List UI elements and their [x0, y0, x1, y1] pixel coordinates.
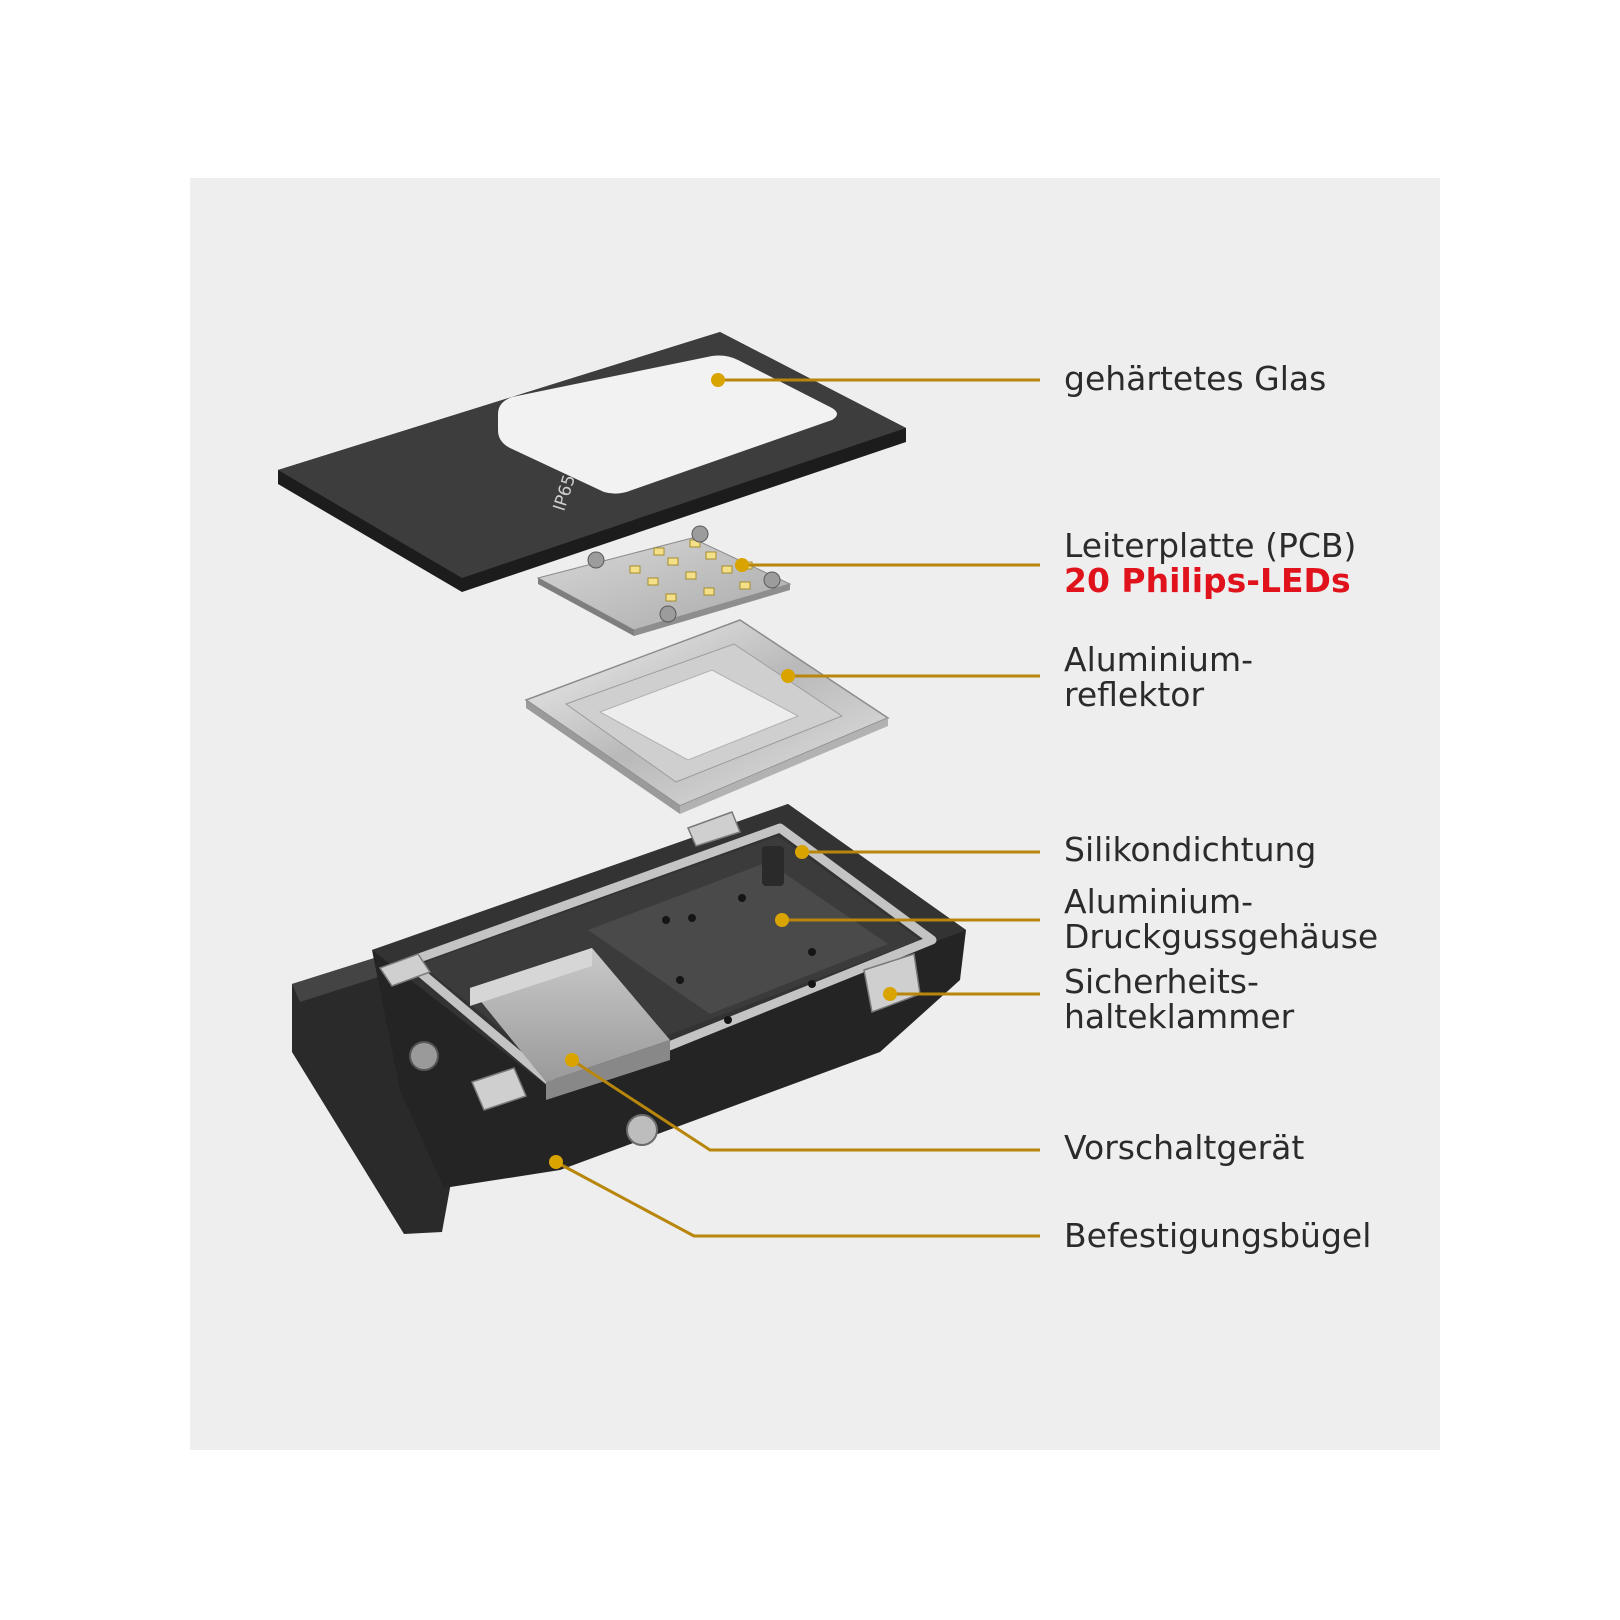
label-glass-text: gehärtetes Glas	[1064, 359, 1327, 398]
silicone-seal	[403, 823, 937, 1095]
label-reflector-line1: Aluminium-	[1064, 640, 1254, 679]
dot-driver	[565, 1053, 579, 1067]
label-clamp-line2: halteklammer	[1064, 997, 1295, 1036]
dot-bracket	[549, 1155, 563, 1169]
tempered-glass-cover: IP65	[278, 332, 906, 592]
label-bracket-text: Befestigungsbügel	[1064, 1216, 1372, 1255]
dot-seal	[795, 845, 809, 859]
label-housing: Aluminium- Druckgussgehäuse	[1064, 884, 1378, 954]
label-driver: Vorschaltgerät	[1064, 1130, 1304, 1165]
leader-lines	[555, 378, 1040, 1238]
dot-pcb	[735, 558, 749, 572]
dot-glass	[711, 373, 725, 387]
label-glass: gehärtetes Glas	[1064, 361, 1326, 396]
leader-driver	[571, 1058, 1040, 1152]
label-bracket: Befestigungsbügel	[1064, 1218, 1371, 1253]
safety-clamps	[378, 811, 921, 1111]
callout-dots	[549, 373, 897, 1169]
die-cast-housing	[292, 804, 966, 1234]
pcb-screws	[587, 525, 781, 623]
label-housing-line2: Druckgussgehäuse	[1064, 917, 1379, 956]
dot-housing	[775, 913, 789, 927]
cable-gland-icon	[626, 1114, 658, 1146]
label-pcb-text: Leiterplatte (PCB)	[1064, 526, 1357, 565]
leader-bracket	[555, 1160, 1040, 1238]
label-seal: Silikondichtung	[1064, 832, 1316, 867]
label-pcb: Leiterplatte (PCB) 20 Philips-LEDs	[1064, 528, 1356, 598]
label-reflector: Aluminium- reflektor	[1064, 642, 1253, 712]
label-clamp: Sicherheits- halteklammer	[1064, 964, 1294, 1034]
label-clamp-line1: Sicherheits-	[1064, 962, 1259, 1001]
dot-reflector	[781, 669, 795, 683]
label-pcb-highlight: 20 Philips-LEDs	[1064, 561, 1351, 600]
driver-box	[470, 948, 670, 1100]
label-driver-text: Vorschaltgerät	[1064, 1128, 1305, 1167]
label-seal-text: Silikondichtung	[1064, 830, 1317, 869]
aluminium-reflector	[524, 619, 890, 814]
glass-window	[498, 355, 837, 494]
label-housing-line1: Aluminium-	[1064, 882, 1254, 921]
dot-clamp	[883, 987, 897, 1001]
label-reflector-line2: reflektor	[1064, 675, 1205, 714]
